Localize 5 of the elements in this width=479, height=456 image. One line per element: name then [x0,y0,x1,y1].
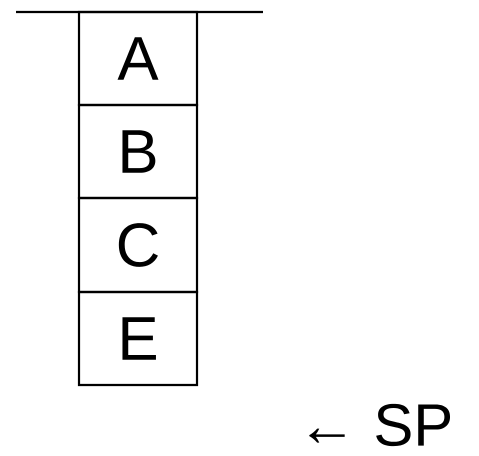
stack-cell: A [78,10,198,106]
stack-cell: B [78,104,198,200]
stack-cell: C [78,196,198,294]
stack-cell: E [78,290,198,386]
pointer-label: ← SP [309,404,450,446]
